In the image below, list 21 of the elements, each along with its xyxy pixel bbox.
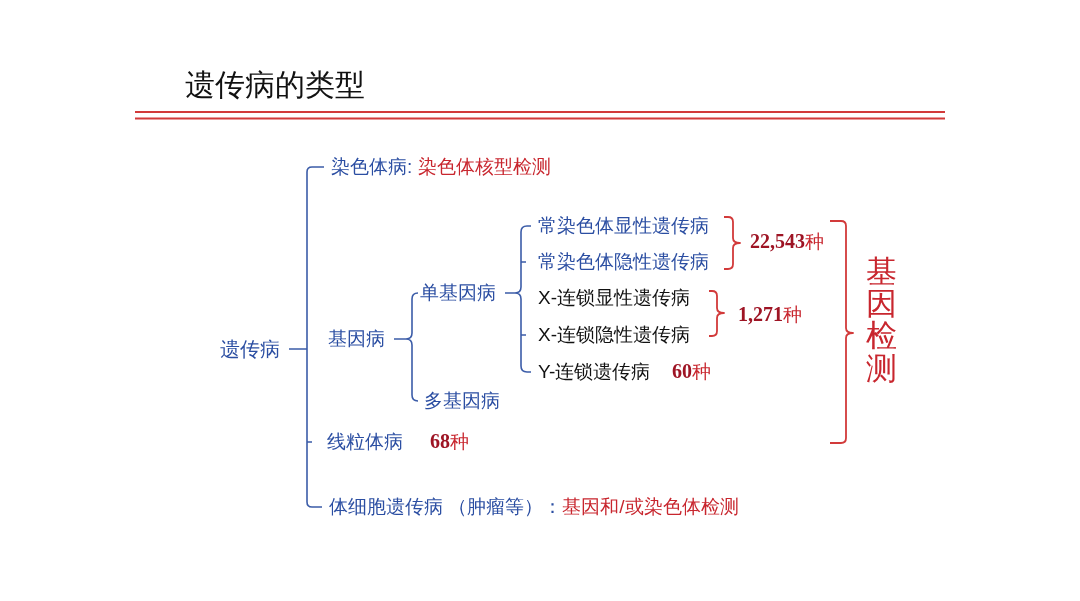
count-label: 1,271种: [738, 302, 802, 326]
tree-label: X-连锁隐性遗传病: [538, 324, 690, 346]
slide-title: 遗传病的类型: [185, 67, 365, 103]
count-label: 68种: [430, 429, 469, 453]
tree-label: 常染色体显性遗传病: [538, 215, 709, 237]
tree-label: 常染色体隐性遗传病: [538, 251, 709, 273]
tree-label: X-连锁显性遗传病: [538, 287, 690, 309]
count-label: 60种: [672, 359, 711, 383]
count-label: 22,543种: [750, 229, 824, 253]
test-method-label: 基因和/或染色体检测: [562, 496, 739, 518]
tree-connector: [393, 292, 419, 402]
disease-label: 染色体病:: [331, 156, 413, 178]
tree-label: Y-连锁遗传病: [538, 361, 651, 383]
tree-label: 基因病: [328, 328, 385, 350]
test-label: 基因检测: [865, 256, 898, 385]
tree-label: 单基因病: [420, 282, 496, 304]
tree-label: 多基因病: [424, 390, 500, 412]
test-method-label: 染色体核型检测: [417, 156, 551, 178]
tree-label: 线粒体病: [327, 431, 403, 453]
disease-label: 体细胞遗传病 （肿瘤等）：: [329, 496, 563, 518]
tree-label: 遗传病: [220, 337, 280, 361]
